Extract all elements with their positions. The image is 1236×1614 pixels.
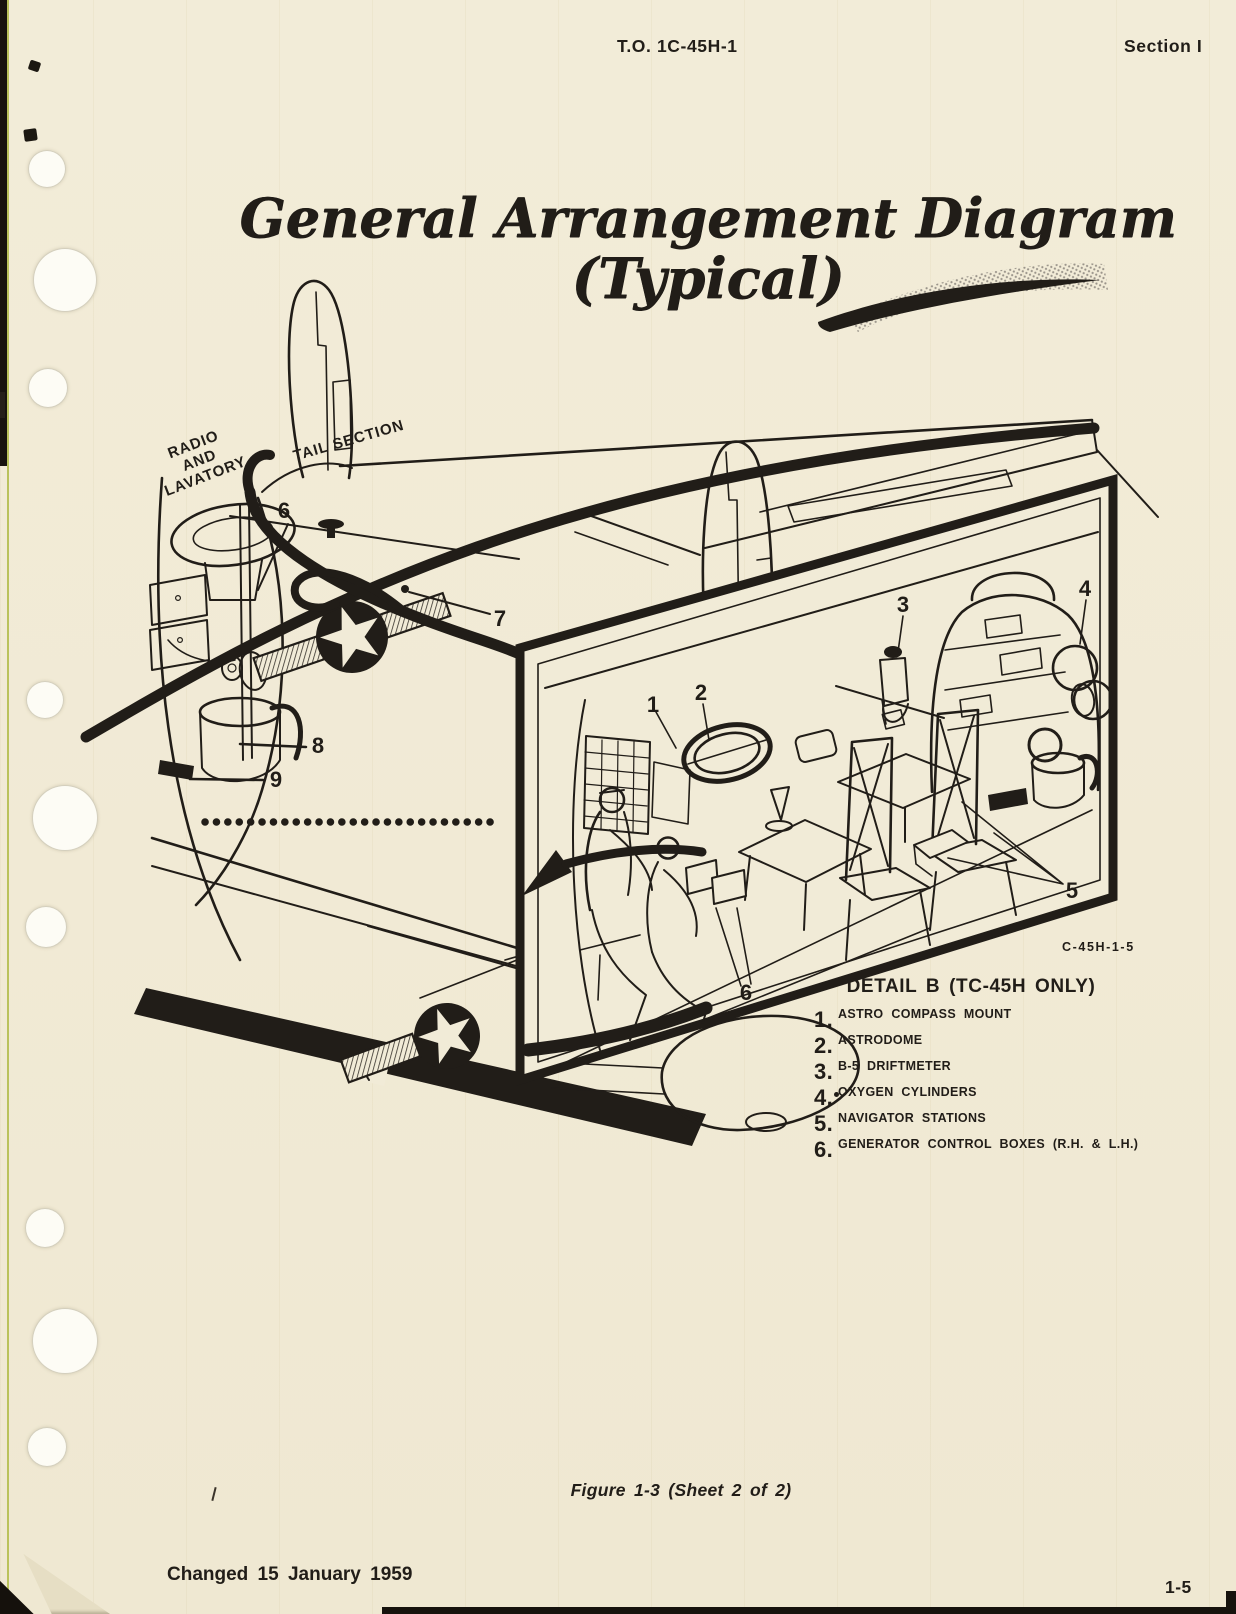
legend-item-label: GENERATOR CONTROL BOXES (R.H. & L.H.)	[838, 1137, 1139, 1151]
callouts-detail: 1 2 3 4 5 6	[647, 576, 1092, 1005]
sweep-bands	[80, 422, 1100, 743]
figure-caption: Figure 1-3 (Sheet 2 of 2)	[570, 1480, 792, 1500]
legend-item: 2. ASTRODOME	[814, 1033, 1136, 1059]
bottom-edge-mark	[1226, 1591, 1236, 1614]
aft-bulkhead	[929, 571, 1113, 811]
punch-hole	[26, 681, 64, 719]
detail-callout-4: 4	[1079, 576, 1092, 601]
callout-7: 7	[494, 606, 506, 631]
detail-b-legend: DETAIL B (TC-45H ONLY) 1. ASTRO COMPASS …	[806, 976, 1139, 1163]
section-label: Section I	[1124, 36, 1203, 56]
legend-item-number: 2.	[814, 1033, 834, 1058]
legend-item-label: NAVIGATOR STATIONS	[838, 1111, 987, 1125]
detail-callout-3: 3	[897, 592, 909, 617]
punch-hole	[25, 1208, 65, 1248]
legend-item: 6. GENERATOR CONTROL BOXES (R.H. & L.H.)	[814, 1137, 1139, 1163]
generator-control-boxes	[685, 859, 747, 905]
wing-star-insignia	[339, 999, 481, 1084]
detail-callout-5: 5	[1066, 878, 1078, 903]
fuselage-stripe	[134, 988, 706, 1146]
legend-item: 1. ASTRO COMPASS MOUNT	[814, 1007, 1136, 1033]
stray-dot	[834, 1092, 839, 1097]
punch-hole	[28, 368, 68, 408]
detail-b-list: 1. ASTRO COMPASS MOUNT 2. ASTRODOME 3. B…	[806, 1007, 1139, 1163]
legend-item-label: ASTRODOME	[838, 1033, 923, 1047]
detail-callout-1: 1	[647, 692, 659, 717]
detail-panel-interior	[521, 497, 1113, 1067]
astrodome-ring	[681, 722, 773, 784]
binding-edge-mark	[0, 392, 5, 418]
legend-item-number: 1.	[814, 1007, 834, 1032]
label-radio-lavatory: RADIO AND LAVATORY	[162, 427, 249, 500]
legend-item: 3. B-5 DRIFTMETER	[814, 1059, 1136, 1085]
svg-text:TAIL SECTION: TAIL SECTION	[291, 417, 406, 465]
punch-hole	[32, 1308, 98, 1374]
changed-date: Changed 15 January 1959	[167, 1564, 413, 1585]
page-title-line1: General Arrangement Diagram	[239, 186, 1177, 250]
page-title-line2: (Typical)	[571, 246, 845, 312]
detail-panel-frame	[515, 474, 1118, 1087]
binding-edge-shadow	[0, 0, 7, 466]
drawing-number: C-45H-1-5	[1062, 940, 1135, 954]
punch-hole	[27, 1427, 67, 1467]
legend-item-number: 4.	[814, 1085, 834, 1110]
detail-callout-6: 6	[740, 980, 752, 1005]
legend-item-number: 3.	[814, 1059, 834, 1084]
legend-item-number: 6.	[814, 1137, 834, 1162]
detail-callout-2: 2	[695, 680, 707, 705]
punch-hole	[25, 906, 67, 948]
punch-hole	[33, 248, 97, 312]
doc-number: T.O. 1C-45H-1	[617, 36, 738, 56]
legend-item-label: OXYGEN CYLINDERS	[838, 1085, 977, 1099]
title-swoosh	[818, 263, 1108, 332]
legend-item: 4. OXYGEN CYLINDERS	[814, 1085, 1136, 1111]
callout-9: 9	[270, 767, 282, 792]
legend-item: 5. NAVIGATOR STATIONS	[814, 1111, 1136, 1137]
legend-item-label: B-5 DRIFTMETER	[838, 1059, 952, 1073]
bottom-edge-shadow	[382, 1607, 1236, 1614]
driftmeter	[879, 646, 909, 723]
callouts-main: 6 7 8 9	[188, 498, 506, 792]
page-number: 1-5	[1165, 1577, 1192, 1597]
folding-chairs	[839, 708, 1017, 961]
detail-b-title: DETAIL B (TC-45H ONLY)	[846, 976, 1096, 997]
punch-hole	[32, 785, 98, 851]
ink-speck	[23, 128, 38, 142]
label-tail-section: TAIL SECTION	[291, 417, 406, 465]
radio-rack	[583, 735, 691, 835]
legend-item-number: 5.	[814, 1111, 834, 1136]
antenna-mast	[318, 519, 344, 538]
callout-6: 6	[278, 498, 290, 523]
legend-item-label: ASTRO COMPASS MOUNT	[838, 1007, 1012, 1021]
punch-hole	[28, 150, 66, 188]
lavatory-cutaway	[149, 476, 304, 962]
callout-8: 8	[312, 733, 324, 758]
floor-swoosh	[521, 844, 713, 1057]
page-edge-line	[7, 0, 9, 1614]
